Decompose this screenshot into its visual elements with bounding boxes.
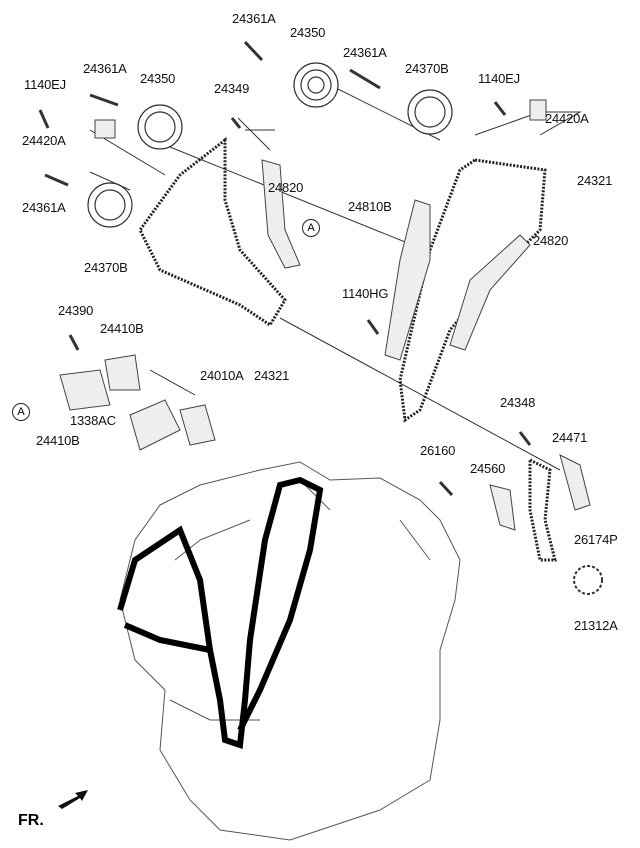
engine-chain-outline: [117, 476, 324, 750]
part-label-24350[interactable]: 24350: [140, 71, 176, 86]
part-label-24350[interactable]: 24350: [290, 25, 326, 40]
part-label-24349[interactable]: 24349: [214, 81, 250, 96]
part-label-24348[interactable]: 24348: [500, 395, 536, 410]
part-label-21312a[interactable]: 21312A: [574, 618, 618, 633]
part-label-1140hg[interactable]: 1140HG: [342, 286, 389, 301]
part-label-1338ac[interactable]: 1338AC: [70, 413, 116, 428]
part-label-24560[interactable]: 24560: [470, 461, 506, 476]
part-label-24820[interactable]: 24820: [268, 180, 304, 195]
camshaft-sprockets: [87, 62, 453, 228]
front-arrow-icon: [58, 790, 88, 809]
engine-block-outline: [119, 461, 461, 841]
oil-pump-sprocket: [573, 565, 603, 595]
front-direction-label: FR.: [18, 812, 44, 829]
part-label-24361a[interactable]: 24361A: [343, 45, 387, 60]
part-label-24370b[interactable]: 24370B: [405, 61, 449, 76]
part-label-1140ej[interactable]: 1140EJ: [478, 71, 520, 86]
part-label-1140ej[interactable]: 1140EJ: [24, 77, 66, 92]
part-label-26160[interactable]: 26160: [420, 443, 456, 458]
part-label-24010a[interactable]: 24010A: [200, 368, 244, 383]
part-label-24810b[interactable]: 24810B: [348, 199, 392, 214]
part-label-24390[interactable]: 24390: [58, 303, 94, 318]
part-label-24361a[interactable]: 24361A: [83, 61, 127, 76]
part-label-26174p[interactable]: 26174P: [574, 532, 618, 547]
part-label-24420a[interactable]: 24420A: [545, 111, 589, 126]
part-label-24321[interactable]: 24321: [577, 173, 613, 188]
part-label-24471[interactable]: 24471: [552, 430, 588, 445]
reference-circle-a: A: [302, 219, 320, 237]
part-label-24820[interactable]: 24820: [533, 233, 569, 248]
part-label-24410b[interactable]: 24410B: [36, 433, 80, 448]
part-label-24370b[interactable]: 24370B: [84, 260, 128, 275]
part-label-24420a[interactable]: 24420A: [22, 133, 66, 148]
reference-circle-a: A: [12, 403, 30, 421]
part-label-24410b[interactable]: 24410B: [100, 321, 144, 336]
part-label-24361a[interactable]: 24361A: [22, 200, 66, 215]
part-label-24321[interactable]: 24321: [254, 368, 290, 383]
part-label-24361a[interactable]: 24361A: [232, 11, 276, 26]
